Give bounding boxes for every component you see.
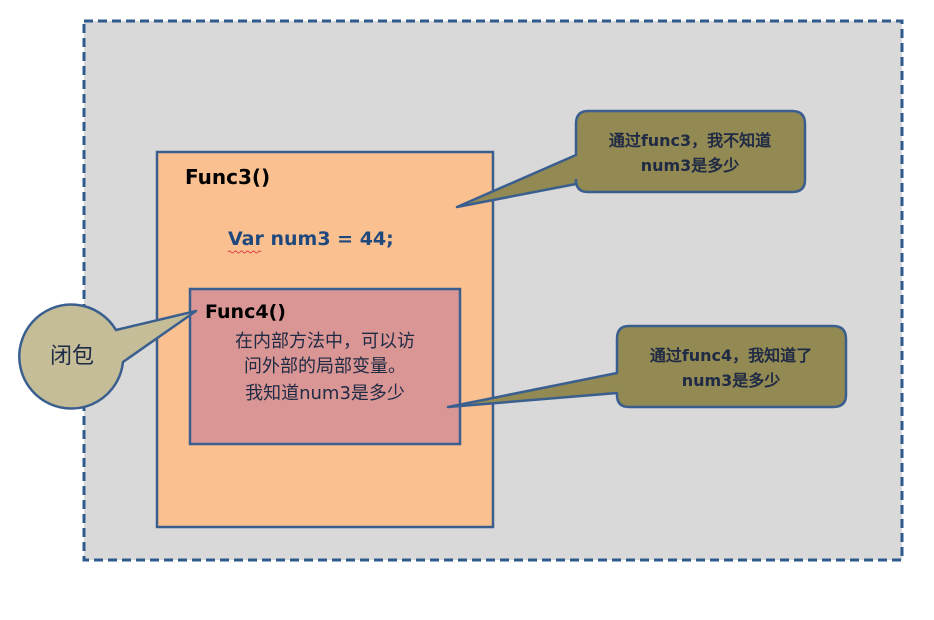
func4-line: 我知道num3是多少: [245, 383, 405, 404]
func4-line: 在内部方法中，可以访: [235, 331, 415, 352]
func4-callout-line: num3是多少: [682, 371, 781, 390]
func4-title: Func4(): [205, 301, 286, 323]
func4-box: [188, 287, 462, 446]
func3-callout-line: num3是多少: [641, 156, 740, 175]
closure-label: 闭包: [50, 344, 94, 369]
func3-code: Var num3 = 44;: [228, 228, 394, 250]
spellcheck-underline: [227, 250, 262, 254]
func3-callout: [455, 109, 807, 209]
func3-callout-line: 通过func3，我不知道: [609, 131, 771, 150]
func4-callout: [446, 324, 848, 409]
func4-line: 问外部的局部变量。: [244, 356, 406, 377]
func3-title: Func3(): [185, 165, 270, 189]
closure-callout: [18, 303, 198, 410]
func4-callout-line: 通过func4，我知道了: [650, 346, 812, 365]
